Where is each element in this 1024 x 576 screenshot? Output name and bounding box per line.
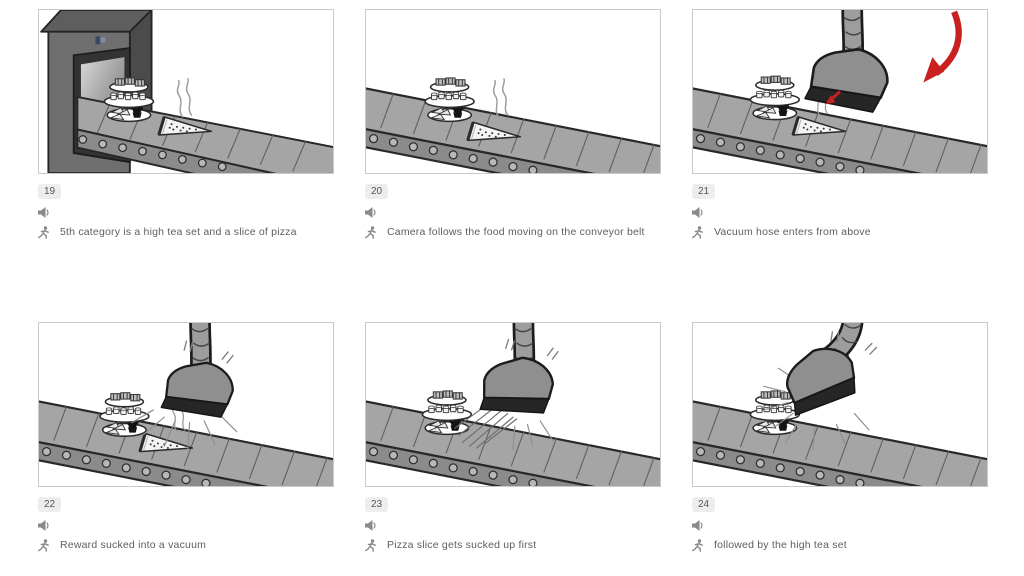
panel-caption: Pizza slice gets sucked up first (387, 539, 537, 551)
panel-caption: Camera follows the food moving on the co… (387, 226, 645, 238)
vacuum-nozzle (797, 44, 893, 123)
speaker-icon (365, 520, 376, 532)
vacuum-hose (770, 323, 878, 433)
frame-22-illustration (39, 323, 333, 486)
speaker-icon (38, 207, 49, 219)
high-tea-set (98, 391, 150, 438)
panel-number-badge: 23 (365, 497, 389, 512)
vacuum-nozzle (468, 350, 562, 431)
panel-caption: Reward sucked into a vacuum (60, 539, 207, 551)
steam-lines (492, 78, 509, 118)
frame-20 (365, 9, 661, 174)
panel-caption: Vacuum hose enters from above (714, 226, 871, 238)
vibration-marks (221, 350, 235, 365)
panel-number-badge: 21 (692, 184, 716, 199)
storyboard-cell-22: 22 Reward sucked into a vacuum (38, 322, 334, 576)
suction-lines (763, 367, 870, 451)
running-person-icon (38, 539, 49, 552)
speaker-icon (692, 207, 703, 219)
panel-number-badge: 24 (692, 497, 716, 512)
frame-19 (38, 9, 334, 174)
conveyor-belt (693, 399, 987, 486)
frame-23-illustration (366, 323, 660, 486)
running-person-icon (365, 539, 376, 552)
frame-24-illustration (693, 323, 987, 486)
vacuum-nozzle (153, 357, 239, 429)
storyboard-cell-24: 24 followed by the high tea set (692, 322, 988, 576)
conveyor-belt (366, 86, 660, 173)
frame-21-illustration (693, 10, 987, 173)
high-tea-set (103, 76, 155, 123)
steam-lines (176, 78, 193, 118)
panel-number-badge: 19 (38, 184, 62, 199)
frame-20-illustration (366, 76, 660, 173)
suction-lines (512, 420, 554, 451)
running-person-icon (692, 226, 703, 239)
red-arrow (923, 10, 962, 83)
small-red-arrow (825, 90, 842, 105)
running-person-icon (38, 226, 49, 239)
high-tea-set (749, 75, 801, 121)
storyboard-cell-19: 19 5th category is a high tea set and a … (38, 9, 334, 322)
conveyor-belt (39, 399, 333, 486)
frame-22 (38, 322, 334, 487)
vacuum-hose (468, 323, 562, 431)
storyboard-cell-23: 23 Pizza slice gets sucked up first (365, 322, 661, 576)
vibration-marks (863, 341, 878, 357)
frame-19-illustration (40, 10, 333, 173)
speaker-icon (365, 207, 376, 219)
high-tea-set (421, 389, 473, 436)
running-person-icon (365, 226, 376, 239)
panel-number-badge: 20 (365, 184, 389, 199)
speaker-icon (692, 520, 703, 532)
suction-lines (131, 409, 238, 451)
panel-caption: 5th category is a high tea set and a sli… (60, 226, 297, 238)
vacuum-hose (153, 323, 239, 429)
speaker-icon (38, 520, 49, 532)
frame-24 (692, 322, 988, 487)
vibration-marks (546, 346, 560, 361)
high-tea-set (424, 76, 476, 123)
running-person-icon (692, 539, 703, 552)
panel-number-badge: 22 (38, 497, 62, 512)
panel-caption: followed by the high tea set (714, 539, 847, 551)
storyboard-cell-21: 21 Vacuum hose enters from above (692, 9, 988, 322)
vacuum-hose (797, 10, 893, 123)
frame-21 (692, 9, 988, 174)
storyboard-cell-20: 20 Camera follows the food moving on the… (365, 9, 661, 322)
frame-23 (365, 322, 661, 487)
